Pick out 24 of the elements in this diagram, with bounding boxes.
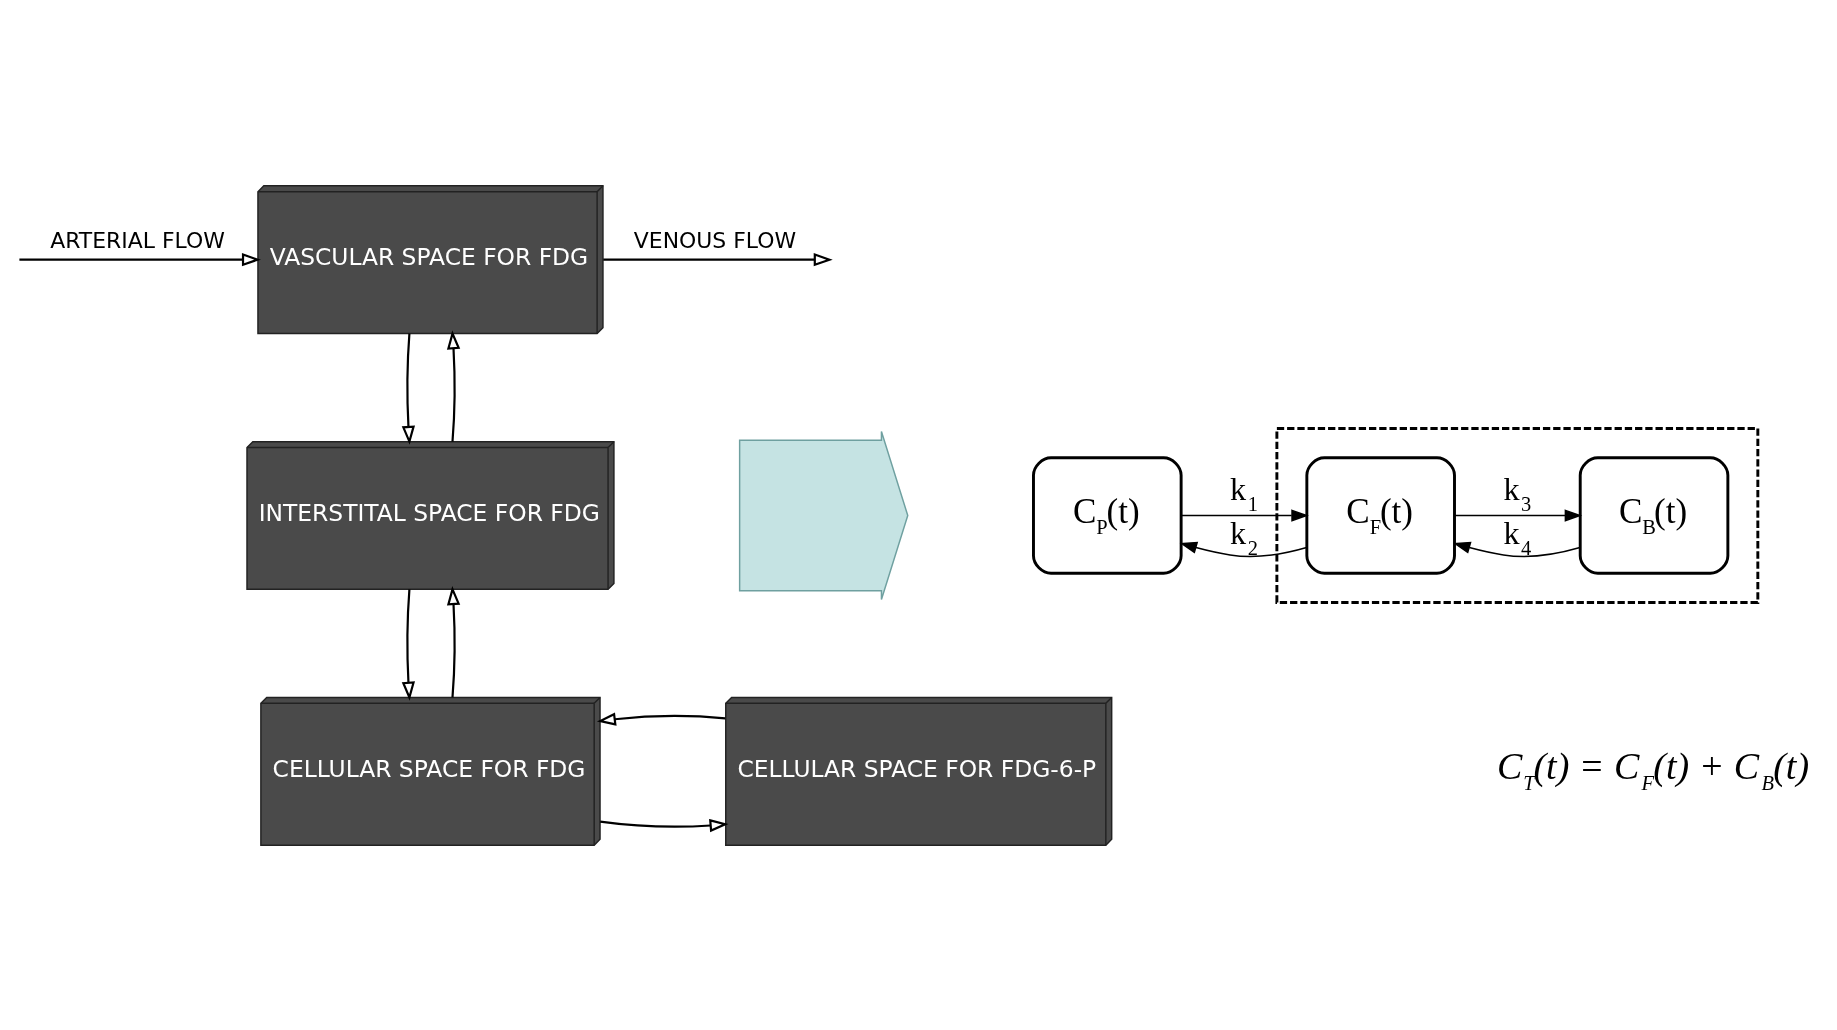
arrow — [401, 333, 415, 445]
edge-label: k$_{2}$ — [1230, 514, 1258, 559]
node-box: C$_{P}$(t) — [1032, 455, 1183, 575]
arrow — [1453, 508, 1583, 522]
node-box: C$_{B}$(t) — [1578, 455, 1730, 575]
node-box: C$_{F}$(t) — [1305, 455, 1456, 575]
edge-label: ARTERIAL FLOW — [50, 227, 225, 253]
arrow — [1453, 541, 1581, 557]
arrow — [401, 588, 415, 701]
edge-label: VENOUS FLOW — [633, 227, 797, 253]
arrow — [1179, 541, 1308, 557]
edge-label: k$_{4}$ — [1503, 514, 1532, 559]
arrow — [19, 252, 261, 266]
arrow — [446, 585, 461, 697]
arrow — [600, 818, 729, 832]
edge-label: k$_{1}$ — [1230, 470, 1258, 515]
cluster — [1275, 426, 1760, 604]
label: C$_{T}$(t) = C$_{F}$(t) + C$_{B}$(t) — [1496, 744, 1810, 794]
arrow — [446, 329, 461, 442]
edge-label: k$_{3}$ — [1503, 470, 1532, 515]
arrow — [1180, 508, 1309, 522]
arrow — [596, 712, 726, 726]
arrow — [603, 252, 833, 266]
node-arrow — [738, 430, 909, 600]
